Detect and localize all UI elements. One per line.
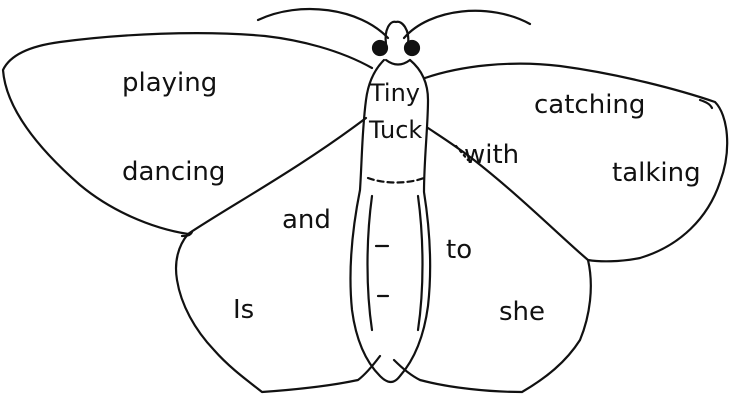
body-outline — [349, 58, 432, 384]
word-tiny: Tiny — [370, 79, 421, 107]
left-antenna — [256, 7, 390, 40]
right-antenna — [402, 9, 532, 40]
left-forewing-outline — [1, 32, 374, 236]
word-to: to — [446, 235, 473, 265]
neck-line — [384, 58, 412, 66]
right-hindwing-outline — [392, 258, 592, 394]
head-outline — [384, 20, 410, 46]
abdomen-inner-left — [366, 194, 374, 332]
word-and: and — [282, 205, 331, 235]
word-talking: talking — [612, 158, 701, 188]
right-eye — [403, 39, 421, 57]
word-catching: catching — [534, 90, 646, 120]
word-dancing: dancing — [122, 157, 226, 187]
right-forewing-outline — [423, 62, 729, 263]
left-eye — [371, 39, 389, 57]
word-is: Is — [233, 295, 255, 325]
abdomen-inner-right — [416, 194, 424, 332]
word-she: she — [499, 297, 546, 327]
word-playing: playing — [122, 68, 218, 98]
thorax-dots — [454, 144, 470, 162]
word-with: with — [464, 140, 520, 170]
word-tuck: Tuck — [369, 116, 423, 144]
left-hindwing-outline — [174, 232, 382, 394]
left-hindwing-notch — [180, 230, 194, 238]
right-wing-tip-mark — [698, 98, 714, 110]
thorax-band — [366, 176, 426, 184]
